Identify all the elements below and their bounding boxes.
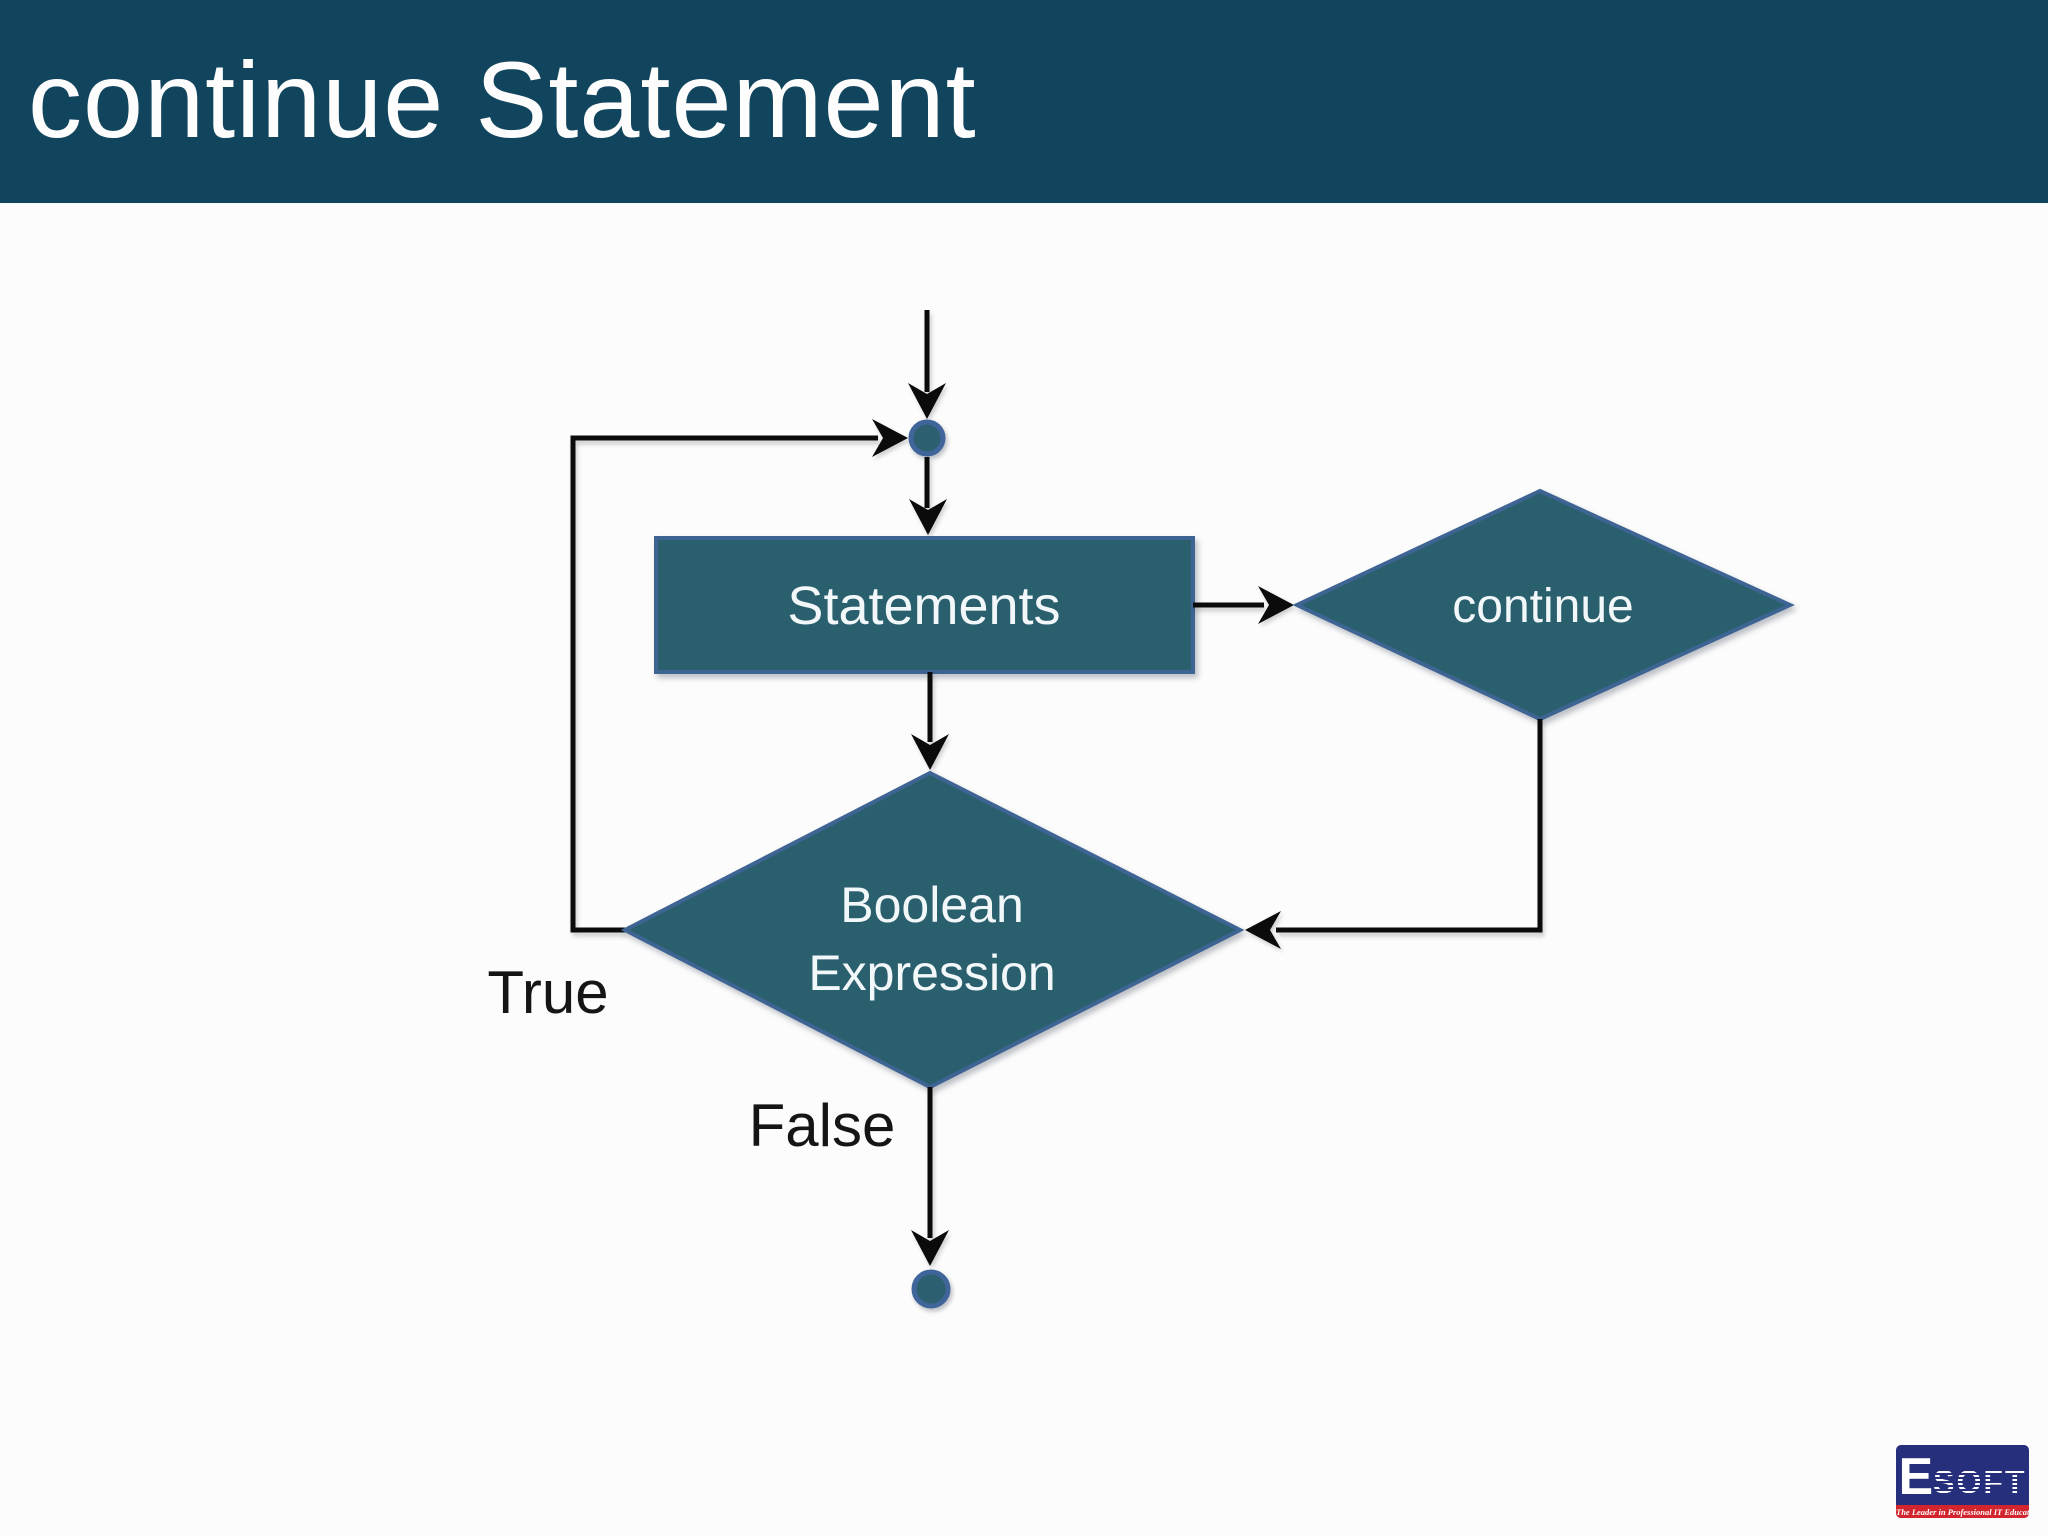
arrow-right-into-junction-icon — [872, 419, 908, 457]
edge-continue-to-boolean — [1276, 719, 1543, 933]
junction-connector-dot — [908, 419, 946, 457]
decision-continue-label: continue — [1452, 580, 1633, 633]
decision-boolean-label-line1: Boolean — [840, 877, 1024, 933]
slide-title: continue Statement — [28, 39, 977, 160]
arrow-right-into-continue-icon — [1258, 586, 1294, 624]
edge-true-loop — [570, 435, 878, 933]
process-statements-label: Statements — [787, 576, 1060, 636]
process-statements-box — [654, 536, 1195, 674]
arrow-left-into-boolean-icon — [1245, 911, 1281, 949]
edge-label-true: True — [487, 959, 608, 1026]
arrow-down-into-statements-icon — [909, 499, 947, 535]
edge-label-false: False — [749, 1092, 896, 1159]
esoft-logo-tagline: The Leader in Professional IT Education — [1896, 1505, 2029, 1518]
end-connector-dot — [911, 1269, 951, 1309]
arrow-down-into-boolean-icon — [911, 734, 949, 770]
decision-boolean-label-line2: Expression — [808, 945, 1055, 1001]
slide-title-bar: continue Statement — [0, 0, 2048, 203]
arrow-down-into-end-icon — [911, 1230, 949, 1266]
arrow-down-into-junction-icon — [908, 383, 946, 419]
esoft-logo-rest: SOFT — [1933, 1459, 2026, 1505]
esoft-logo-initial: E — [1898, 1448, 1934, 1506]
